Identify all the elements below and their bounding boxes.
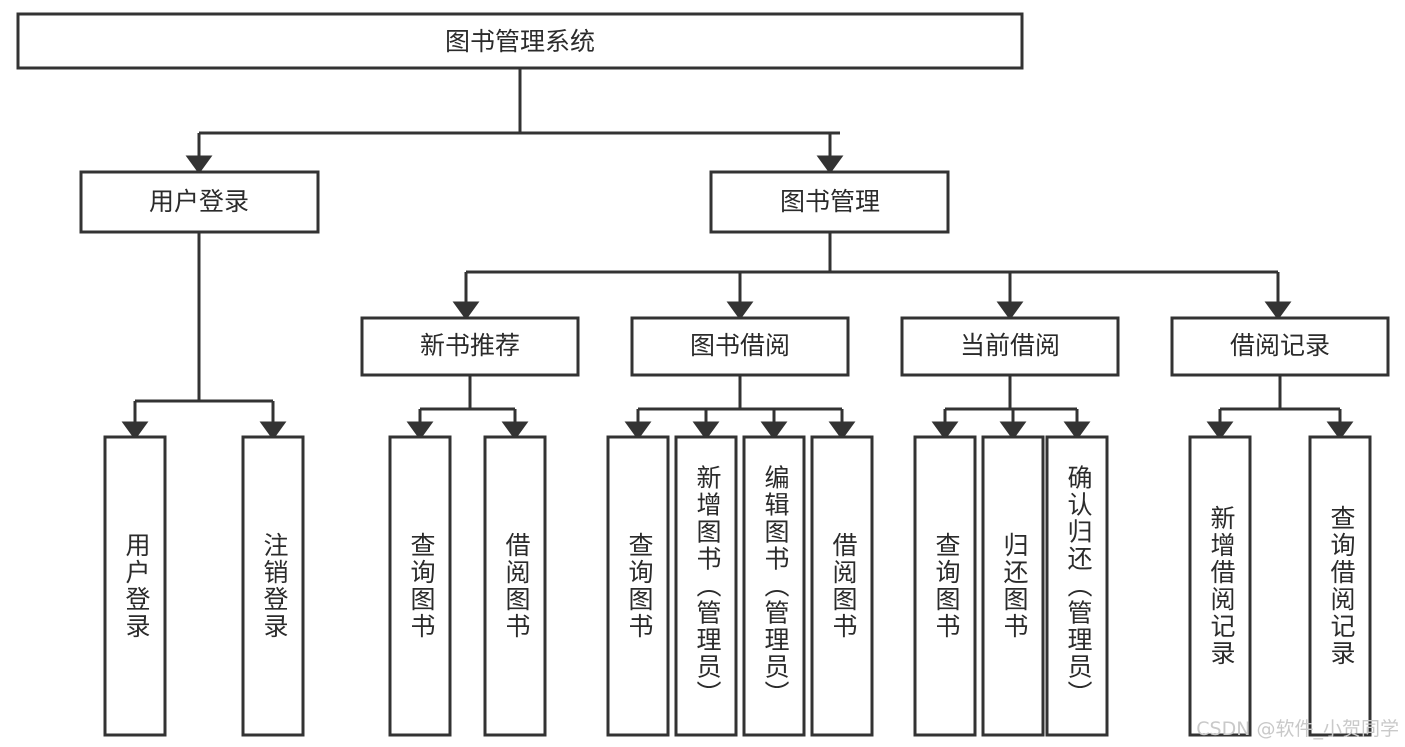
leaf-bw-query-book[interactable]: 查询图书: [606, 435, 670, 737]
leaf-bw-borrow-book-box[interactable]: [810, 435, 874, 737]
connector-group-book-manage: [452, 232, 1292, 320]
connector-group-record: [1206, 375, 1354, 440]
leaf-bw-edit-book-admin[interactable]: 编辑图书（管理员）: [742, 435, 806, 737]
leaf-bw-add-book-admin-label: 新增图书（管理员）: [693, 465, 722, 708]
node-book-borrow-box[interactable]: [630, 316, 850, 377]
leaf-cb-confirm-return-admin-label: 确认归还（管理员）: [1064, 465, 1093, 708]
connector-group-borrow: [624, 375, 856, 440]
node-current-borrow-label: 当前借阅: [960, 331, 1060, 360]
node-root-system-label: 图书管理系统: [445, 27, 595, 56]
node-new-book-recommend-label: 新书推荐: [420, 331, 520, 360]
node-book-borrow-label: 图书借阅: [690, 331, 790, 360]
leaf-bw-add-book-admin[interactable]: 新增图书（管理员）: [674, 435, 738, 737]
node-book-management-label: 图书管理: [780, 187, 880, 216]
leaf-bw-edit-book-admin-label: 编辑图书（管理员）: [761, 465, 790, 708]
node-user-login-label: 用户登录: [149, 187, 249, 216]
node-book-borrow[interactable]: 图书借阅: [630, 316, 850, 377]
leaf-cb-query-book-box[interactable]: [913, 435, 977, 737]
leaf-bw-borrow-book[interactable]: 借阅图书: [810, 435, 874, 737]
connector-group-new-book: [406, 375, 529, 440]
node-borrow-record-box[interactable]: [1170, 316, 1390, 377]
connector-group-root: [185, 68, 844, 174]
leaf-bw-edit-book-admin-box[interactable]: [742, 435, 806, 737]
leaf-rc-add-record-label: 新增借阅记录: [1207, 505, 1236, 667]
leaf-rc-query-record-label: 查询借阅记录: [1327, 505, 1356, 667]
node-root-system[interactable]: 图书管理系统: [16, 12, 1024, 70]
leaf-user-login-label: 用户登录: [122, 532, 151, 640]
node-user-login[interactable]: 用户登录: [79, 170, 320, 234]
leaf-cb-confirm-return-admin[interactable]: 确认归还（管理员）: [1045, 435, 1109, 737]
leaf-cb-return-book-label: 归还图书: [1000, 532, 1029, 640]
node-borrow-record[interactable]: 借阅记录: [1170, 316, 1390, 377]
leaf-bw-query-book-box[interactable]: [606, 435, 670, 737]
leaf-cb-return-book-box[interactable]: [981, 435, 1045, 737]
leaf-rc-add-record[interactable]: 新增借阅记录: [1188, 435, 1252, 737]
leaf-rc-add-record-box[interactable]: [1188, 435, 1252, 737]
leaf-logout-box[interactable]: [241, 435, 305, 737]
connector-group-current: [931, 375, 1091, 440]
node-new-book-recommend[interactable]: 新书推荐: [360, 316, 580, 377]
leaf-nb-borrow-book-box[interactable]: [483, 435, 547, 737]
leaf-user-login-box[interactable]: [103, 435, 167, 737]
node-book-management-box[interactable]: [709, 170, 950, 234]
leaf-logout-label: 注销登录: [260, 532, 289, 640]
node-new-book-recommend-box[interactable]: [360, 316, 580, 377]
leaf-nb-borrow-book[interactable]: 借阅图书: [483, 435, 547, 737]
node-current-borrow[interactable]: 当前借阅: [900, 316, 1120, 377]
leaf-bw-query-book-label: 查询图书: [625, 532, 654, 640]
leaf-cb-confirm-return-admin-box[interactable]: [1045, 435, 1109, 737]
leaf-bw-borrow-book-label: 借阅图书: [829, 532, 858, 640]
leaf-cb-query-book-label: 查询图书: [932, 532, 961, 640]
leaf-nb-query-book-label: 查询图书: [407, 532, 436, 640]
node-current-borrow-box[interactable]: [900, 316, 1120, 377]
leaf-user-login[interactable]: 用户登录: [103, 435, 167, 737]
leaf-logout[interactable]: 注销登录: [241, 435, 305, 737]
leaf-nb-borrow-book-label: 借阅图书: [502, 532, 531, 640]
node-book-management[interactable]: 图书管理: [709, 170, 950, 234]
node-user-login-box[interactable]: [79, 170, 320, 234]
leaf-cb-return-book[interactable]: 归还图书: [981, 435, 1045, 737]
node-root-system-box[interactable]: [16, 12, 1024, 70]
node-borrow-record-label: 借阅记录: [1230, 331, 1330, 360]
leaf-rc-query-record[interactable]: 查询借阅记录: [1308, 435, 1372, 737]
leaf-bw-add-book-admin-box[interactable]: [674, 435, 738, 737]
leaf-nb-query-book[interactable]: 查询图书: [388, 435, 452, 737]
leaf-cb-query-book[interactable]: 查询图书: [913, 435, 977, 737]
leaf-rc-query-record-box[interactable]: [1308, 435, 1372, 737]
connector-group-user-login: [121, 232, 287, 440]
leaf-nb-query-book-box[interactable]: [388, 435, 452, 737]
